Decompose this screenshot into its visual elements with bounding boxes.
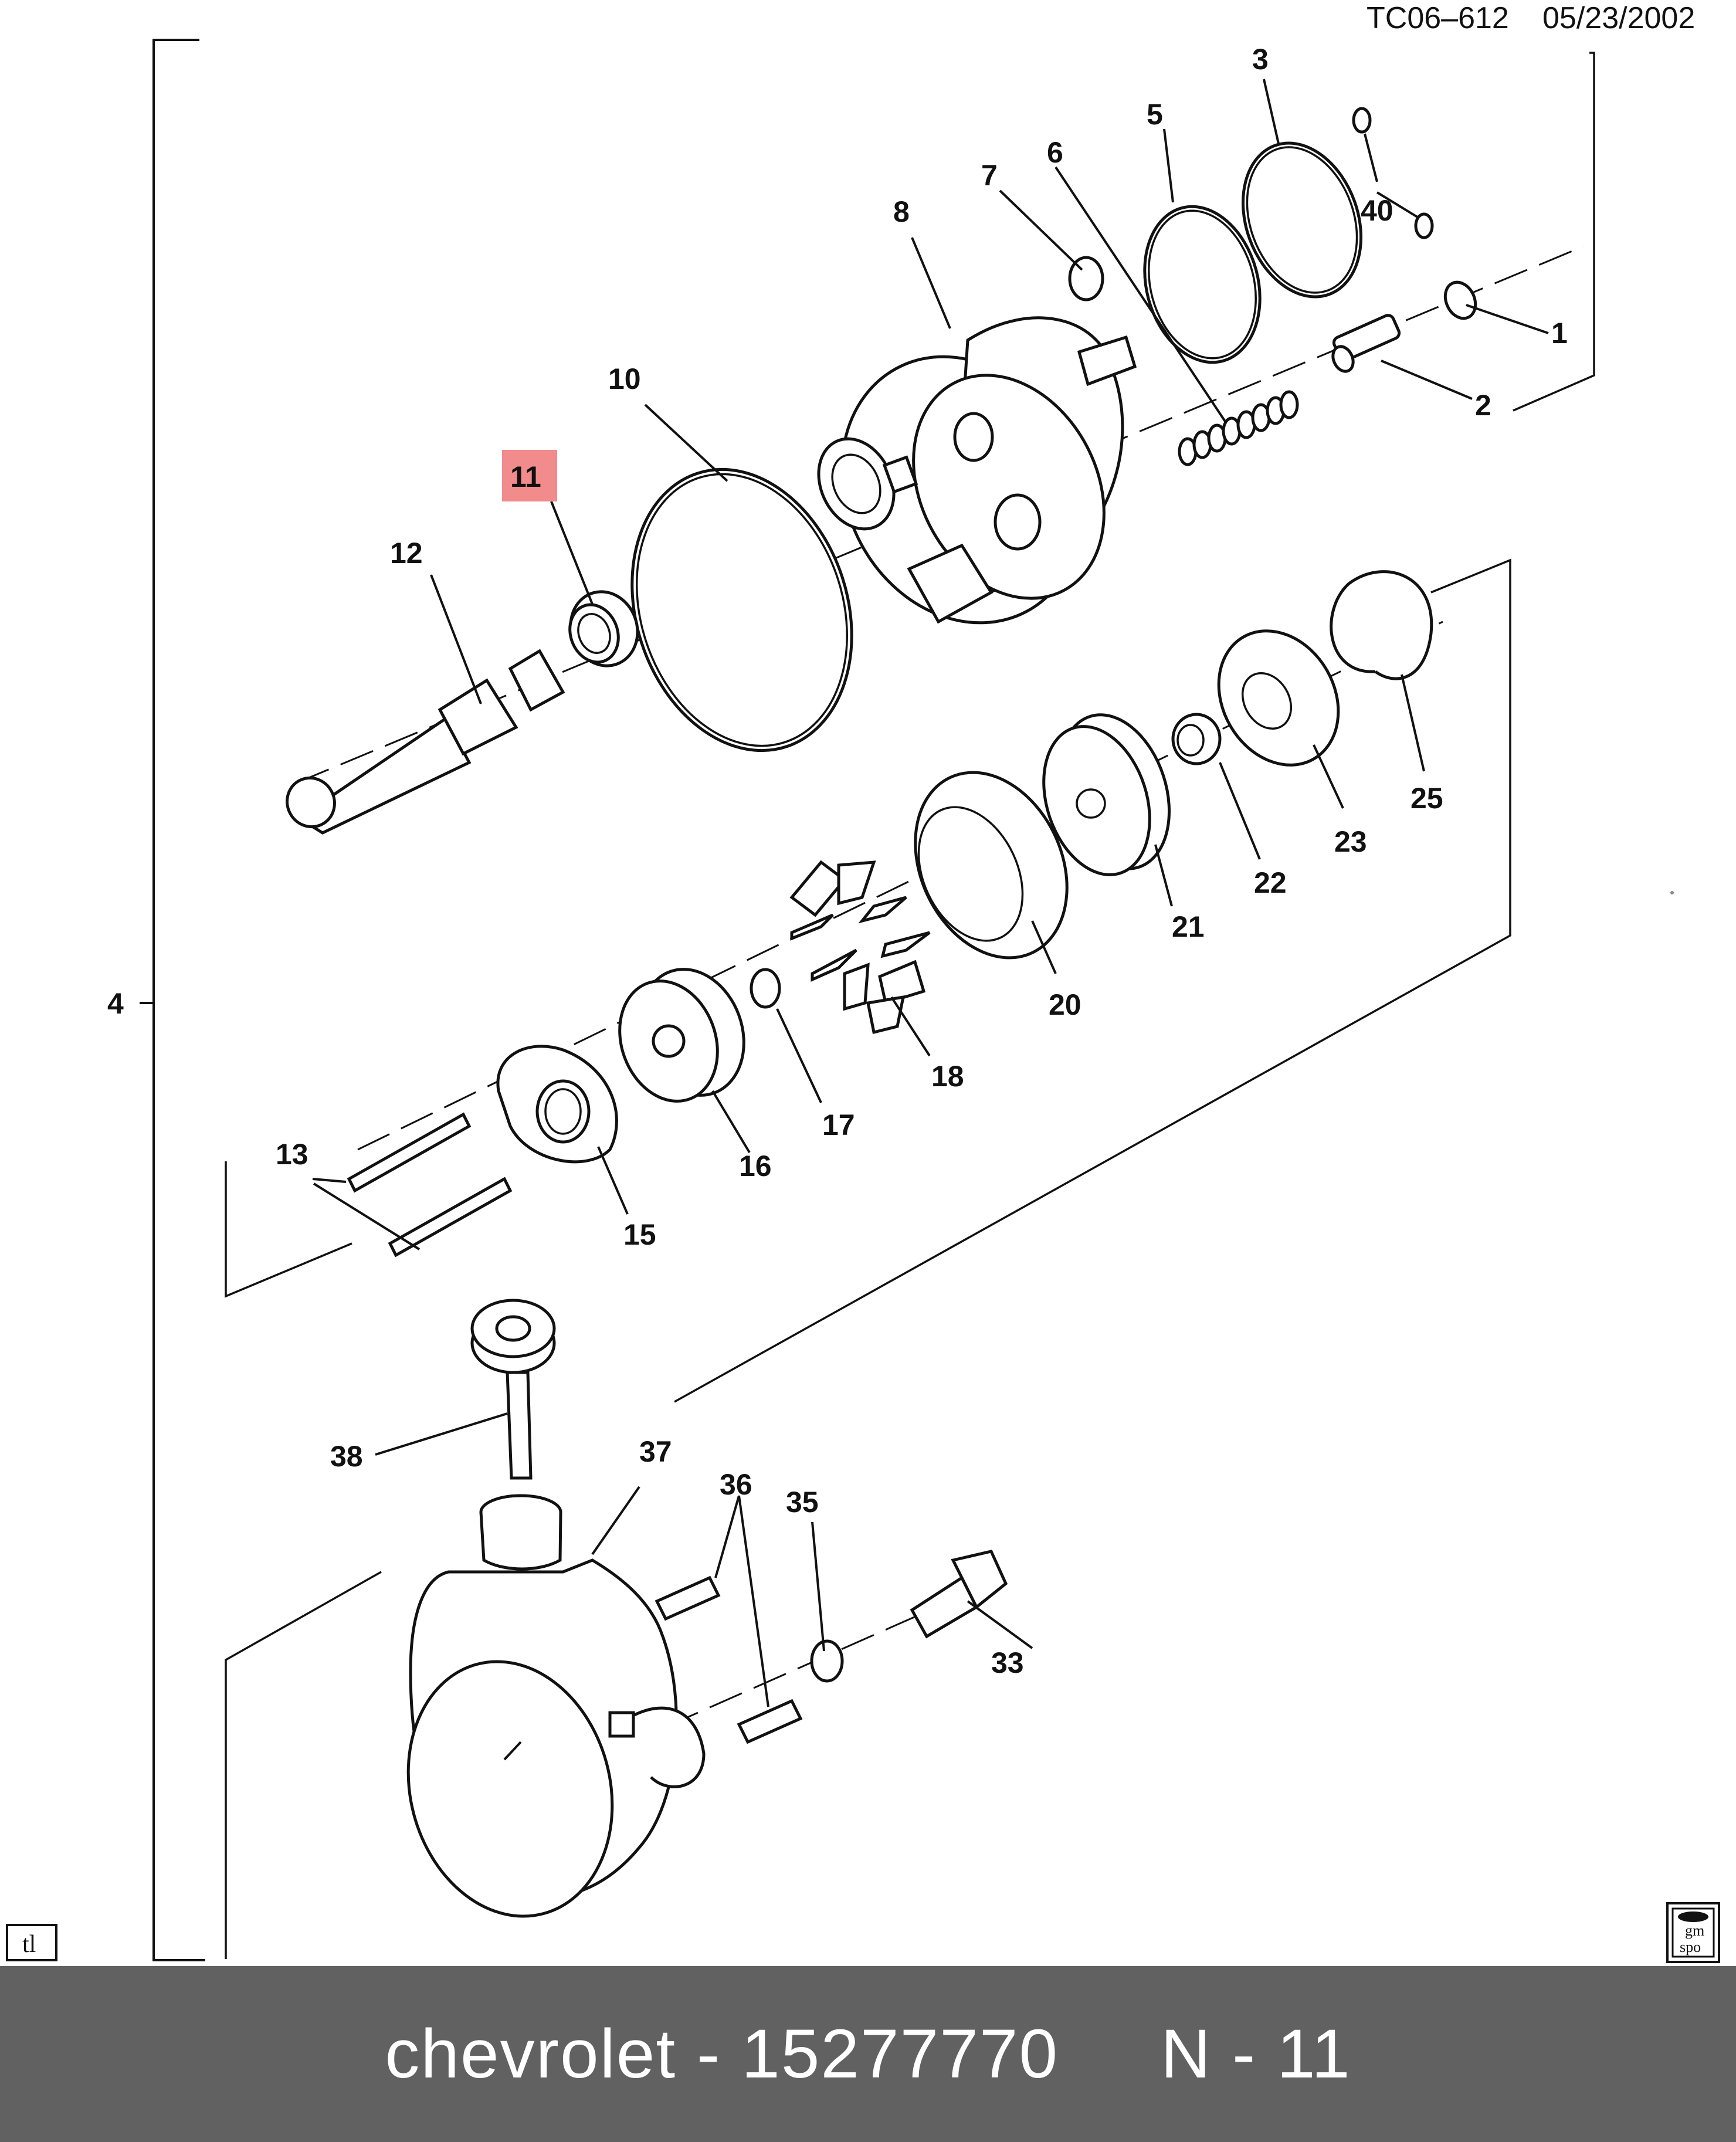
part-35-oring	[810, 1639, 844, 1683]
part-15-thrust-plate	[496, 1045, 618, 1164]
section-frame-middle	[225, 558, 1511, 1403]
section-frame-bottom	[225, 1571, 382, 1959]
callout-18: 18	[931, 1060, 964, 1093]
assembly-bracket	[140, 39, 205, 1961]
part-10-oring	[630, 467, 853, 753]
callout-3: 3	[1252, 43, 1269, 76]
callout-6: 6	[1047, 136, 1063, 169]
part-17-snap-ring	[750, 968, 781, 1009]
callout-2: 2	[1475, 389, 1491, 422]
part-37-reservoir	[406, 1494, 706, 1918]
part-23-plate	[1217, 629, 1340, 767]
callout-11: 11	[510, 460, 541, 493]
callout-5: 5	[1147, 98, 1163, 131]
part-21-pressure-plate	[1042, 713, 1171, 876]
part-16-rotor	[618, 968, 745, 1103]
callout-1: 1	[1551, 317, 1568, 350]
corner-tag-box	[6, 1924, 57, 1961]
callout-37: 37	[639, 1435, 672, 1468]
callout-25: 25	[1410, 782, 1443, 815]
part-1-ring	[1443, 280, 1477, 320]
callout-13: 13	[276, 1138, 308, 1171]
callout-8: 8	[893, 195, 910, 228]
part-5-oring	[1143, 205, 1262, 364]
stray-mark	[1670, 891, 1674, 894]
svg-text:gm: gm	[1685, 1922, 1704, 1939]
part-11-seal	[568, 590, 639, 667]
callout-12: 12	[390, 537, 423, 570]
part-20-cam-ring	[914, 771, 1069, 960]
corner-tag: tl	[22, 1931, 36, 1958]
part-40-ring-b	[1414, 212, 1434, 239]
axis-lower	[445, 1600, 951, 1825]
part-13-dowel-pins	[347, 1112, 513, 1258]
part-7-plug	[1068, 256, 1104, 301]
part-33-bolt	[910, 1550, 1008, 1639]
callout-22: 22	[1254, 866, 1287, 899]
part-3-oring	[1241, 141, 1363, 299]
part-38-cap-dipstick	[470, 1299, 556, 1480]
callout-20: 20	[1049, 988, 1081, 1021]
footer-text: chevrolet - 15277770 N - 11	[385, 2015, 1351, 2093]
exploded-parts-diagram: TC06–612 05/23/2002	[6, 1, 1720, 1963]
callout-16: 16	[739, 1150, 772, 1182]
highlight-box-11	[502, 450, 557, 501]
callout-7: 7	[981, 159, 998, 192]
part-2-fitting	[1331, 314, 1401, 373]
footer-bar: chevrolet - 15277770 N - 11	[0, 1966, 1736, 2142]
callout-23: 23	[1334, 825, 1367, 858]
leader-lines	[312, 79, 1549, 1761]
callout-33: 33	[991, 1646, 1024, 1679]
part-36-fittings	[655, 1575, 803, 1744]
part-12-shaft	[286, 649, 565, 835]
part-18-vanes	[789, 860, 931, 1035]
part-25-snap-ring	[1330, 570, 1433, 680]
callout-36: 36	[720, 1468, 752, 1501]
callout-4: 4	[107, 987, 124, 1020]
callout-17: 17	[822, 1109, 855, 1141]
part-8-pump-housing	[817, 316, 1137, 625]
callout-35: 35	[786, 1486, 819, 1519]
svg-text:spo: spo	[1680, 1938, 1701, 1955]
callout-40: 40	[1361, 194, 1393, 227]
part-40-ring-a	[1352, 107, 1372, 134]
callout-10: 10	[608, 362, 641, 395]
part-6-spring	[1178, 390, 1299, 466]
drawing-code: TC06–612	[1367, 1, 1509, 35]
callout-15: 15	[623, 1218, 656, 1251]
part-22-clip	[1171, 713, 1222, 765]
drawing-date: 05/23/2002	[1542, 1, 1695, 35]
callout-21: 21	[1172, 910, 1205, 943]
gm-spo-logo: gm spo	[1666, 1902, 1720, 1963]
section-frame-top	[1513, 52, 1595, 412]
callout-38: 38	[330, 1440, 363, 1473]
